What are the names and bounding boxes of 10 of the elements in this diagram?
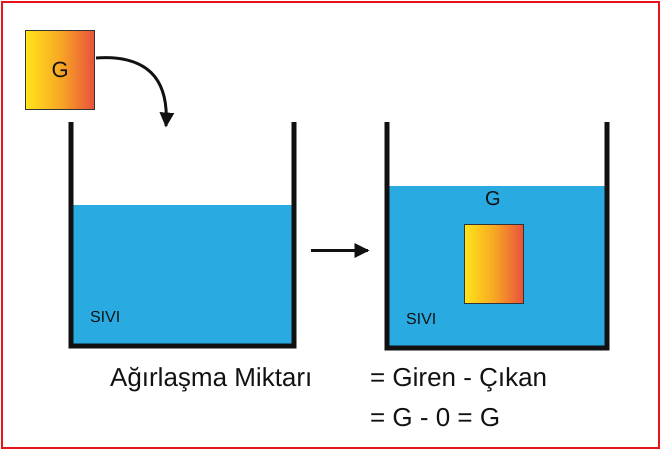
block-label: G (485, 188, 501, 211)
liquid-label: SIVI (406, 311, 436, 329)
arrow (311, 243, 370, 258)
formula-text: = G - 0 = G (370, 402, 500, 433)
formula-text: = Giren - Çıkan (370, 362, 548, 393)
gradient-block (25, 30, 95, 110)
block-label: G (51, 57, 69, 83)
liquid-label: SIVI (90, 309, 120, 327)
formula-text: Ağırlaşma Miktarı (110, 362, 312, 393)
arrow (96, 56, 174, 128)
